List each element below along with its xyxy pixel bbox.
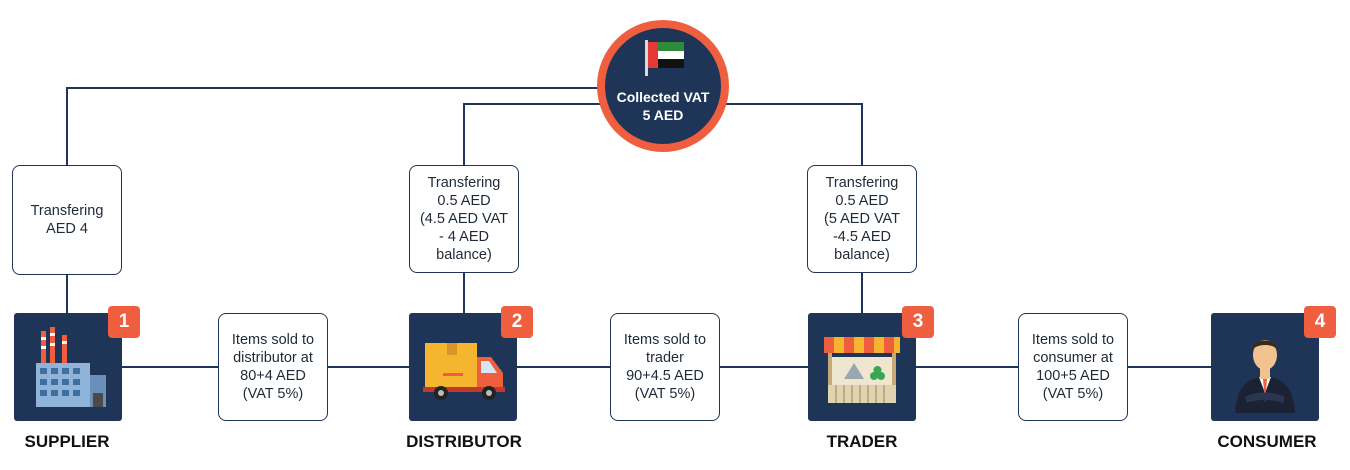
stage-badge-3: 3	[902, 306, 934, 338]
transfer-box-distributor: Transfering 0.5 AED (4.5 AED VAT - 4 AED…	[409, 165, 519, 273]
stage-trader	[808, 313, 916, 421]
stage-label-supplier: SUPPLIER	[24, 432, 110, 451]
transfer-box-trader: Transfering 0.5 AED (5 AED VAT -4.5 AED …	[807, 165, 917, 273]
stage-badge-1: 1	[108, 306, 140, 338]
sale-text-to-distributor: Items sold to distributor at 80+4 AED (V…	[231, 332, 315, 402]
factory-icon	[36, 327, 106, 407]
hub-text: Collected VAT 5 AED	[597, 88, 729, 124]
stage-badge-2: 2	[501, 306, 533, 338]
stage-supplier	[14, 313, 122, 421]
delivery-truck-icon	[423, 343, 505, 400]
market-stall-icon	[824, 337, 900, 403]
hub-line-2: 5 AED	[642, 107, 684, 123]
sale-text-to-consumer: Items sold to consumer at 100+5 AED (VAT…	[1031, 332, 1115, 402]
collected-vat-hub: Collected VAT 5 AED	[597, 20, 729, 152]
transfer-text-trader: Transfering 0.5 AED (5 AED VAT -4.5 AED …	[823, 175, 900, 263]
stage-badge-4: 4	[1304, 306, 1336, 338]
connector-trader-hub	[718, 103, 863, 165]
stage-label-trader: TRADER	[826, 432, 898, 451]
hub-line-1: Collected VAT	[616, 89, 710, 105]
connector-supplier-hub	[66, 87, 600, 165]
sale-box-to-trader: Items sold to trader 90+4.5 AED (VAT 5%)	[610, 313, 720, 421]
transfer-box-supplier: Transfering AED 4	[12, 165, 122, 275]
sale-box-to-consumer: Items sold to consumer at 100+5 AED (VAT…	[1018, 313, 1128, 421]
businessman-icon	[1235, 340, 1295, 413]
stage-distributor	[409, 313, 517, 421]
stage-label-consumer: CONSUMER	[1217, 432, 1317, 451]
stage-label-distributor: DISTRIBUTOR	[406, 432, 522, 451]
sale-text-to-trader: Items sold to trader 90+4.5 AED (VAT 5%)	[623, 332, 707, 402]
connector-distributor-hub	[463, 103, 610, 165]
transfer-text-distributor: Transfering 0.5 AED (4.5 AED VAT - 4 AED…	[419, 175, 509, 263]
stage-consumer	[1211, 313, 1319, 421]
uae-flag-icon	[645, 40, 684, 76]
sale-box-to-distributor: Items sold to distributor at 80+4 AED (V…	[218, 313, 328, 421]
transfer-text-supplier: Transfering AED 4	[30, 203, 104, 237]
